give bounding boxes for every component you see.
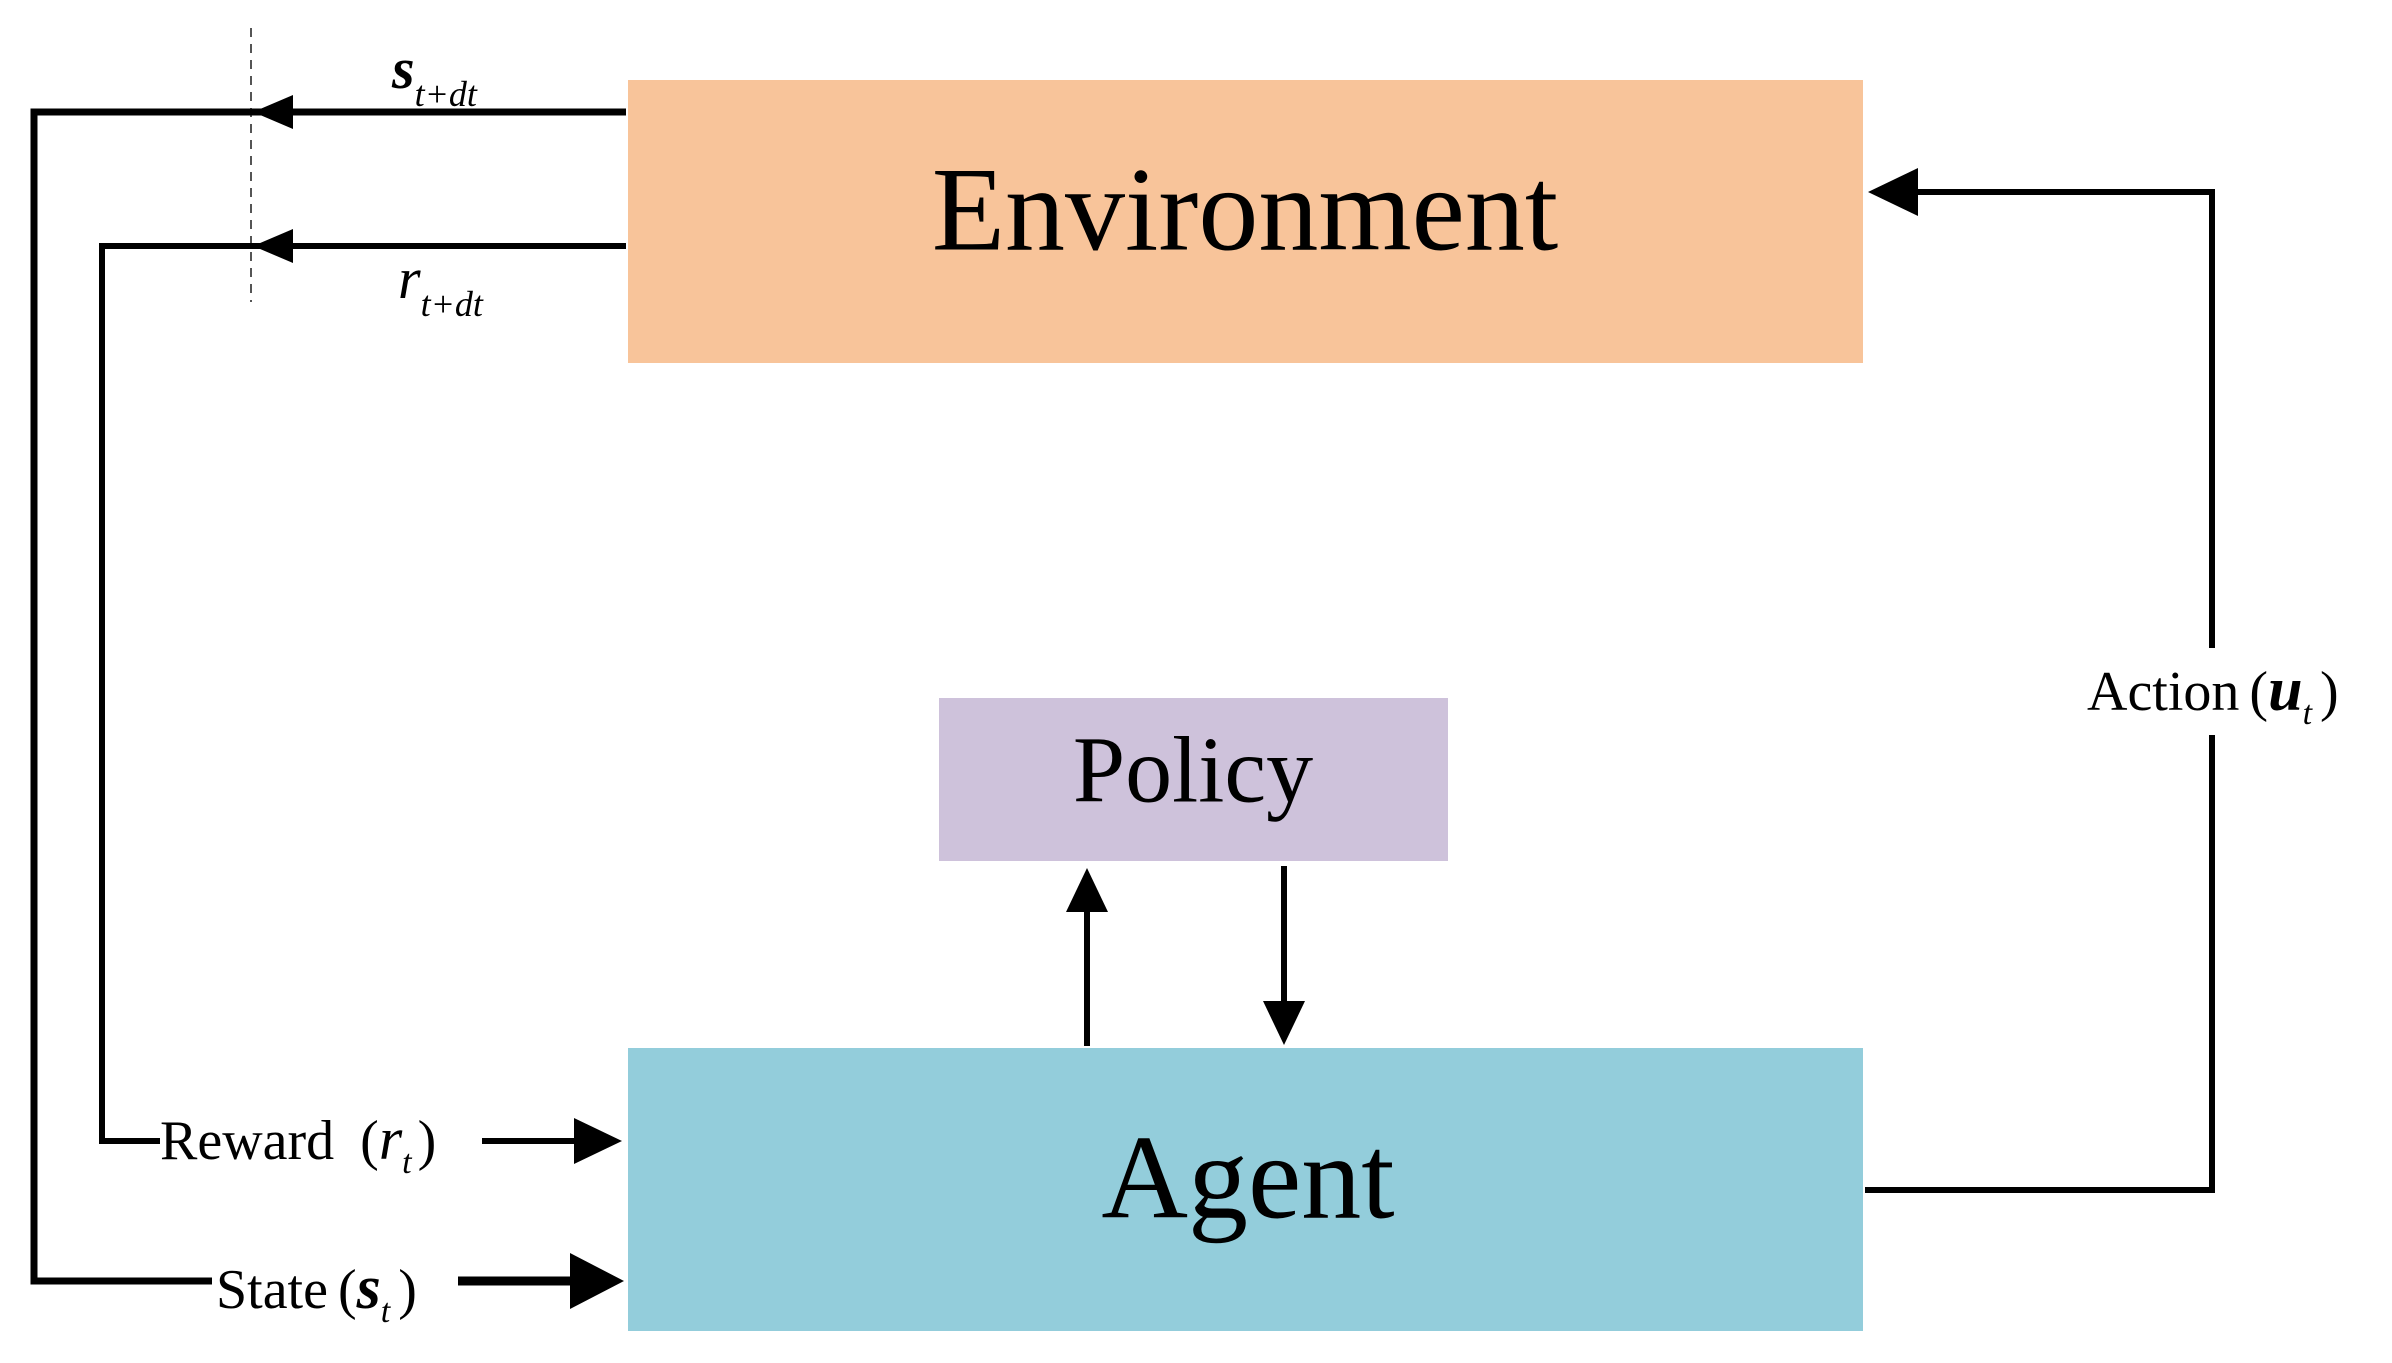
state-open-paren: ( bbox=[338, 1259, 357, 1321]
reward-feedback-line bbox=[99, 243, 626, 1144]
reward-top-arrowhead bbox=[253, 229, 293, 263]
next-state-label: st+dt bbox=[391, 36, 478, 114]
state-close-paren: ) bbox=[398, 1259, 417, 1321]
policy-to-agent-arrowhead bbox=[1263, 1001, 1305, 1045]
action-subscript: t bbox=[2303, 695, 2314, 732]
action-arrowhead bbox=[1868, 168, 1918, 216]
next-state-symbol: s bbox=[391, 36, 415, 101]
action-line-lower bbox=[1865, 735, 2215, 1193]
reward-input-arrowhead bbox=[574, 1118, 622, 1164]
reward-subscript: t bbox=[402, 1144, 413, 1181]
action-label: Action(ut) bbox=[2087, 656, 2339, 732]
agent-box bbox=[628, 1048, 1863, 1331]
reward-close-paren: ) bbox=[418, 1110, 437, 1172]
state-symbol: s bbox=[356, 1254, 381, 1322]
environment-label: Environment bbox=[932, 143, 1559, 276]
reward-open-paren: ( bbox=[360, 1110, 379, 1172]
reward-label: Reward (rt) bbox=[160, 1106, 436, 1181]
state-feedback-line bbox=[30, 108, 626, 1285]
state-text: State bbox=[216, 1259, 328, 1321]
policy-label: Policy bbox=[1073, 719, 1313, 823]
agent-to-policy-arrowhead bbox=[1066, 868, 1108, 912]
state-top-arrowhead bbox=[253, 95, 293, 129]
action-symbol: u bbox=[2268, 656, 2302, 724]
environment-box bbox=[628, 80, 1863, 363]
action-close-paren: ) bbox=[2320, 661, 2339, 723]
action-open-paren: ( bbox=[2249, 661, 2268, 723]
action-text: Action bbox=[2087, 661, 2239, 723]
state-label: State(st) bbox=[216, 1254, 417, 1330]
state-subscript: t bbox=[381, 1293, 392, 1330]
next-state-subscript: t+dt bbox=[415, 74, 478, 114]
reward-symbol: r bbox=[379, 1106, 403, 1172]
next-reward-subscript: t+dt bbox=[421, 284, 484, 324]
policy-box bbox=[939, 698, 1448, 861]
action-line-upper bbox=[1918, 189, 2215, 648]
state-input-arrowhead bbox=[570, 1253, 624, 1309]
next-reward-label: rt+dt bbox=[398, 246, 484, 324]
next-reward-symbol: r bbox=[398, 246, 421, 311]
reward-text: Reward bbox=[160, 1110, 334, 1172]
agent-label: Agent bbox=[1101, 1111, 1394, 1244]
